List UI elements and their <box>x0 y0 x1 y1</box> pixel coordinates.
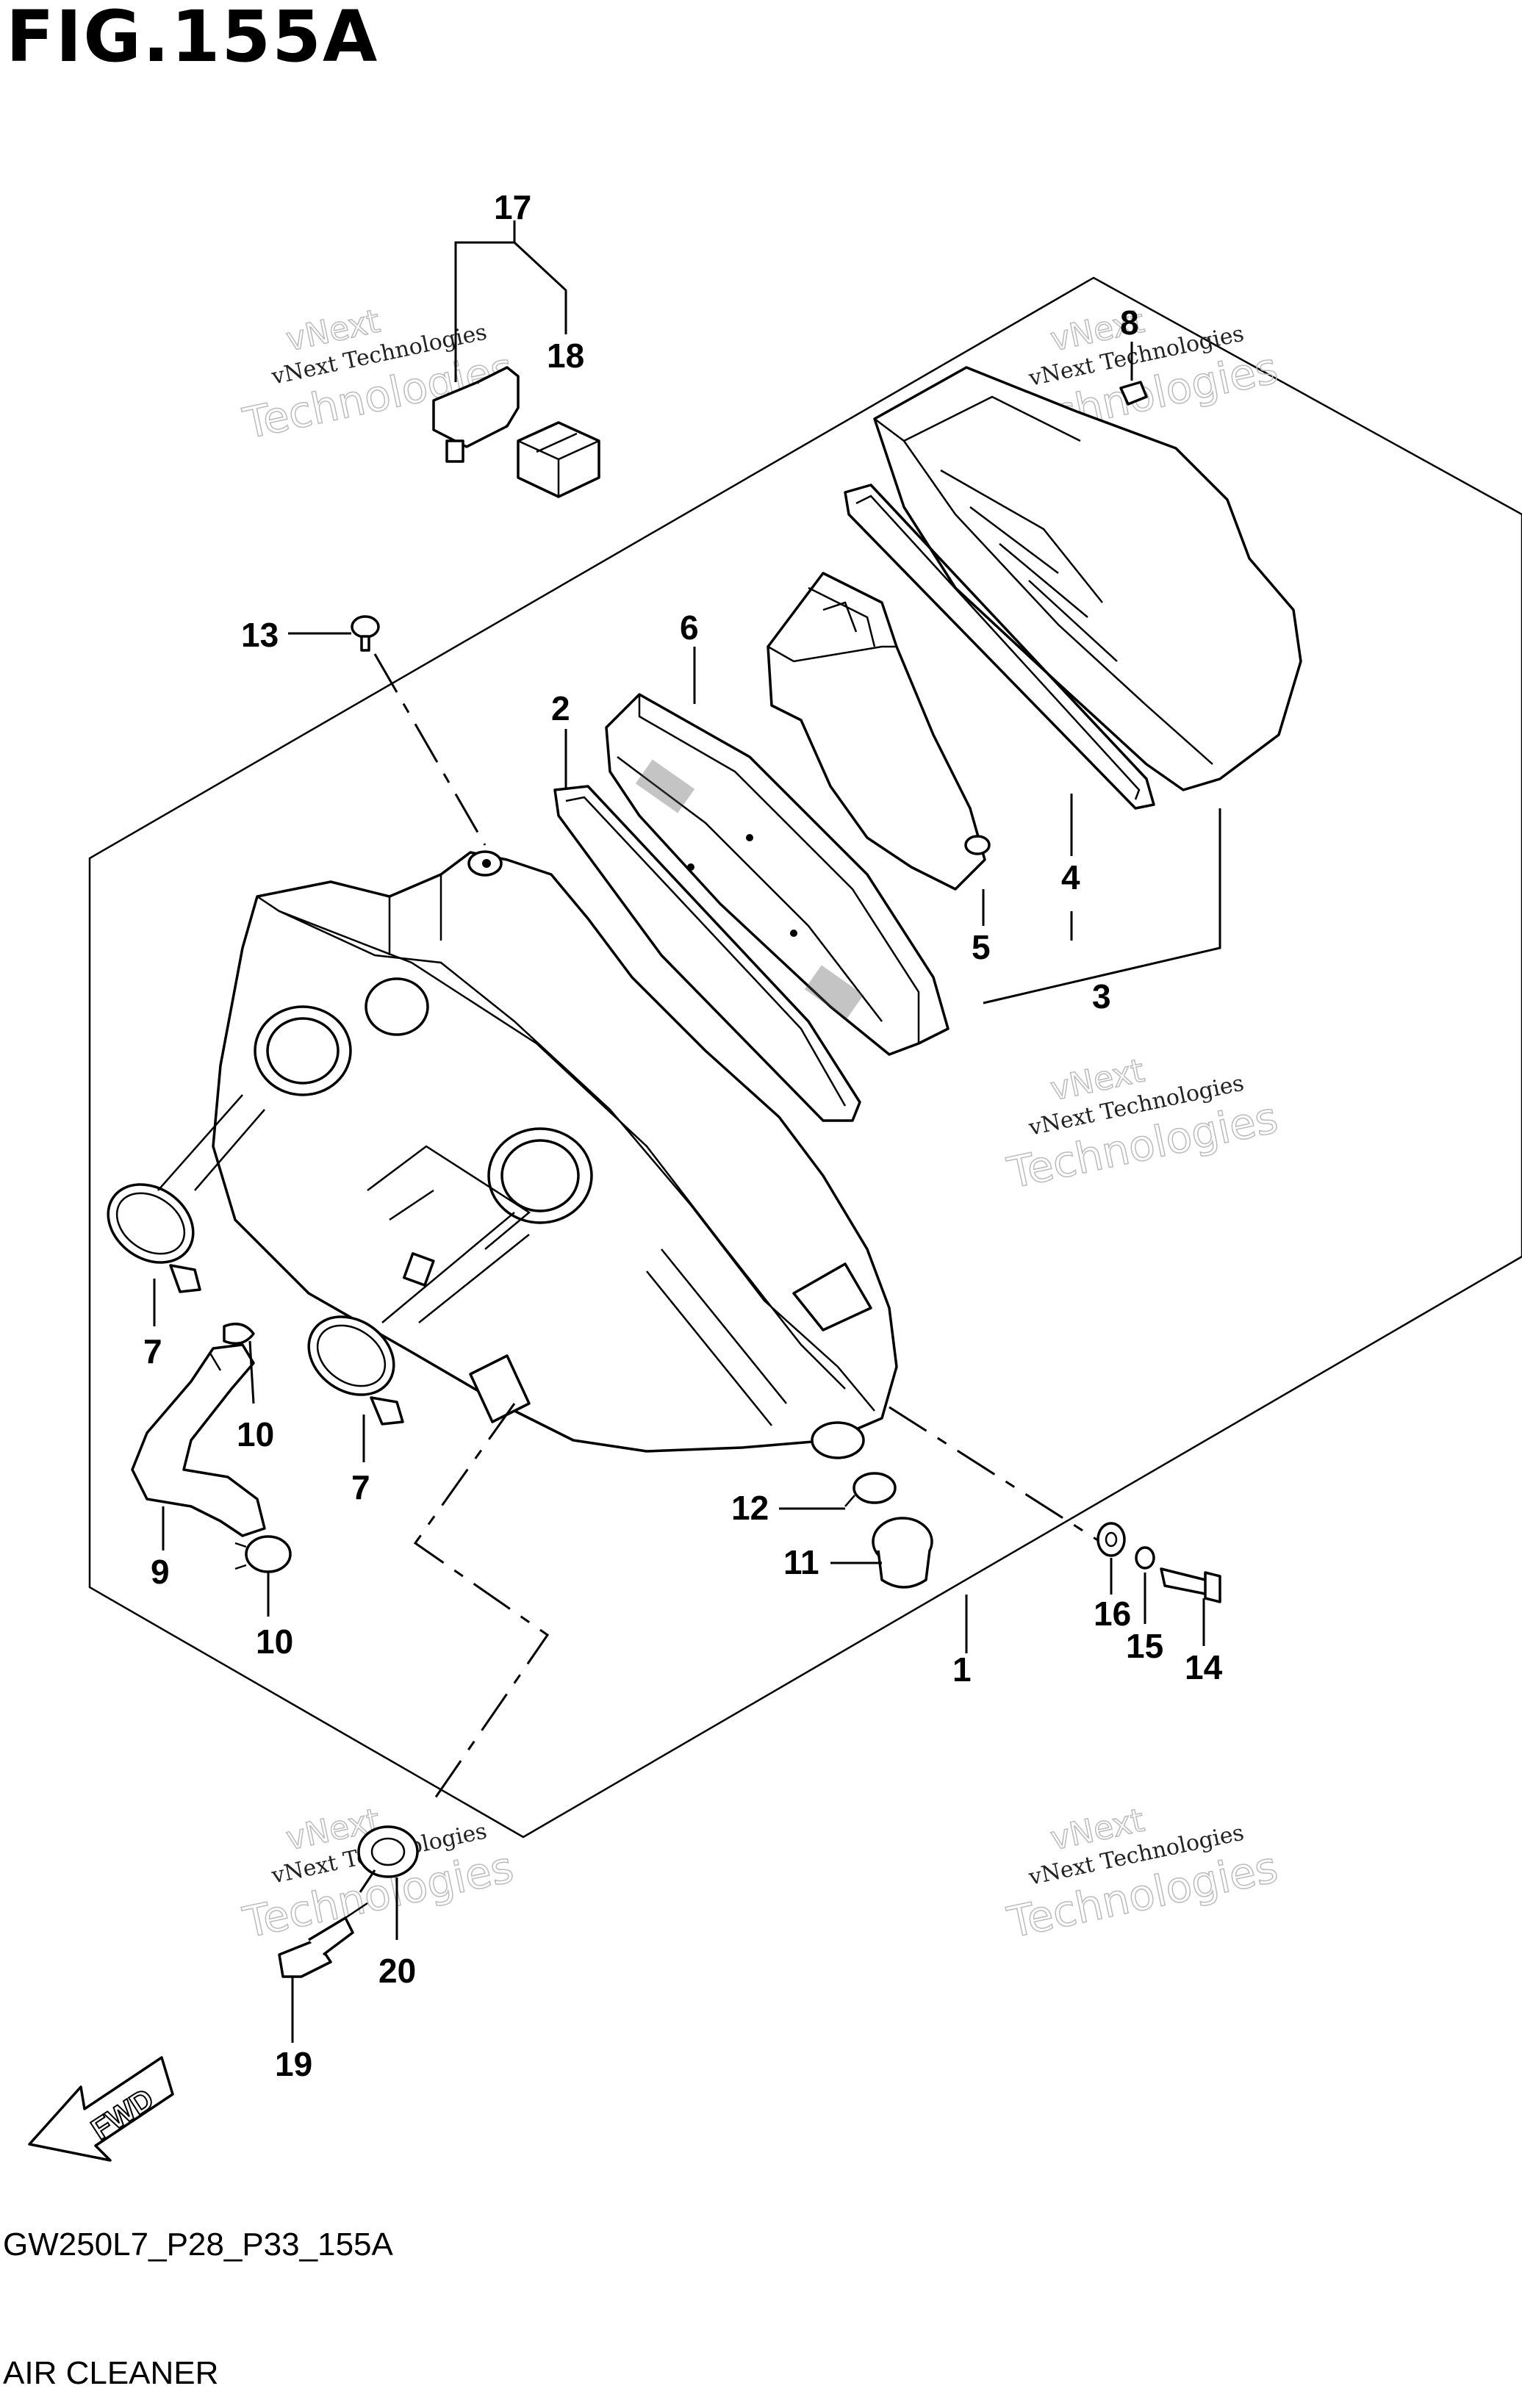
part-1-case <box>212 850 898 1459</box>
callout-8: 8 <box>1120 303 1139 342</box>
part-6-filter <box>605 693 950 1056</box>
callout-17: 17 <box>494 188 531 226</box>
callout-11: 11 <box>783 1543 819 1581</box>
callout-19: 19 <box>275 2045 312 2083</box>
part-17-sensor <box>432 366 520 463</box>
part-13-screw <box>351 615 380 652</box>
watermark-bottom-right: vNext vNext Technologies Technologies <box>1002 1801 1282 1949</box>
part-4-gasket <box>844 484 1155 810</box>
callout-20: 20 <box>378 1952 416 1990</box>
assembly-boundary <box>88 276 1522 1839</box>
dash-19 <box>359 1869 376 1893</box>
part-7-clamp-right <box>307 1315 404 1426</box>
fwd-arrow: FWD <box>28 2056 174 2162</box>
part-19-sensor <box>278 1902 368 1978</box>
part-7-clamp-left <box>107 1183 201 1293</box>
part-2-gasket <box>553 785 861 1122</box>
part-20-grommet <box>357 1825 419 1878</box>
callout-7b: 7 <box>351 1468 370 1506</box>
callout-5: 5 <box>972 928 991 966</box>
dash-13 <box>373 653 487 846</box>
leader-10a <box>248 1340 255 1404</box>
callout-18: 18 <box>547 337 584 375</box>
part-18-relay <box>517 421 600 498</box>
part-10-clip-lower <box>234 1535 292 1573</box>
callout-7a: 7 <box>143 1332 162 1370</box>
part-10-clip-upper <box>223 1322 255 1345</box>
callout-6: 6 <box>680 608 699 647</box>
callout-12: 12 <box>731 1489 769 1527</box>
callout-10a: 10 <box>237 1415 274 1453</box>
dash-1-right <box>889 1406 1103 1545</box>
part-9-hose <box>131 1343 266 1537</box>
callout-16: 16 <box>1094 1595 1131 1633</box>
dash-1-bottom <box>413 1403 550 1801</box>
part-5-duct <box>767 572 991 891</box>
callout-2: 2 <box>551 689 570 727</box>
callout-4: 4 <box>1061 858 1080 896</box>
part-12-plug <box>844 1472 897 1507</box>
callout-3: 3 <box>1092 977 1111 1016</box>
part-8-screw <box>1119 381 1148 406</box>
part-11-cap <box>872 1517 933 1589</box>
callout-13: 13 <box>241 616 279 654</box>
callout-1: 1 <box>952 1650 972 1689</box>
figure-title: FIG.155A <box>6 0 379 78</box>
callout-14: 14 <box>1185 1648 1223 1686</box>
callout-9: 9 <box>151 1553 170 1591</box>
figure-code: GW250L7_P28_P33_155A <box>3 2226 393 2263</box>
part-3-cover <box>873 366 1302 791</box>
watermark-mid-right: vNext vNext Technologies Technologies <box>1002 1052 1282 1199</box>
part-15-washer <box>1135 1546 1155 1570</box>
part-14-bolt <box>1160 1567 1221 1603</box>
callout-10b: 10 <box>256 1622 293 1661</box>
leader-3 <box>983 808 1221 1004</box>
callout-15: 15 <box>1126 1627 1163 1665</box>
figure-name: AIR CLEANER <box>3 2355 219 2391</box>
part-16-grommet <box>1096 1522 1126 1557</box>
